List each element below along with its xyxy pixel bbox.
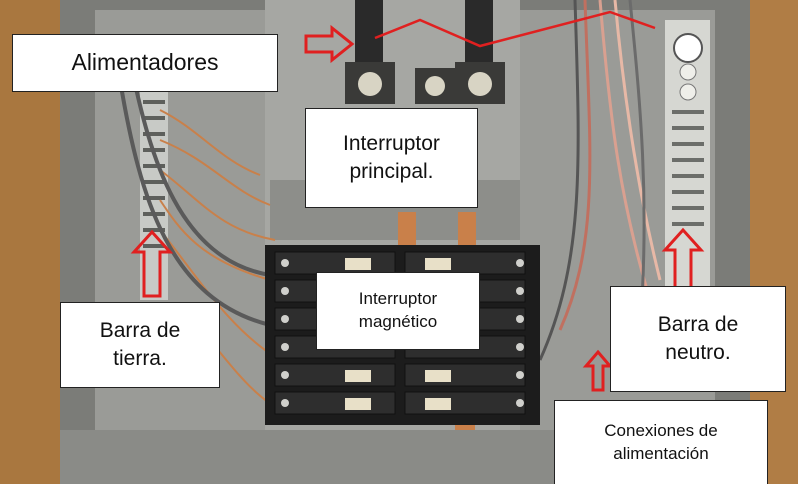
neutral-bar-screw-1: [679, 63, 697, 81]
left-grey-wires: [118, 59, 271, 327]
main-lug-left-screw: [358, 72, 382, 96]
neutral-bar-screws: [672, 110, 704, 226]
neutral-bar-screw-2: [679, 83, 697, 101]
main-lug-center-screw: [425, 76, 445, 96]
label-barra-tierra: Barra de tierra.: [60, 302, 220, 388]
breaker-handles: [345, 258, 451, 410]
annotation-lines: [374, 10, 656, 48]
label-conexiones: Conexiones de alimentación: [554, 400, 768, 484]
copper-bus-right: [458, 212, 476, 252]
label-interruptor-principal: Interruptor principal.: [305, 108, 478, 208]
feeder-cable-left: [355, 0, 383, 70]
ground-bar-arrow-icon: [130, 229, 174, 298]
feeder-cable-right: [465, 0, 493, 70]
copper-bus-left: [398, 212, 416, 252]
connections-arrow-icon: [582, 349, 614, 392]
feeder-arrow-icon: [304, 24, 355, 64]
breaker-screws: [281, 259, 524, 407]
main-lug-right-screw: [468, 72, 492, 96]
label-interruptor-magnetico: Interruptor magnético: [316, 272, 480, 350]
neutral-bar-top-lug: [673, 33, 703, 63]
label-alimentadores: Alimentadores: [12, 34, 278, 92]
right-wires: [538, 0, 662, 361]
label-barra-neutro: Barra de neutro.: [610, 286, 786, 392]
